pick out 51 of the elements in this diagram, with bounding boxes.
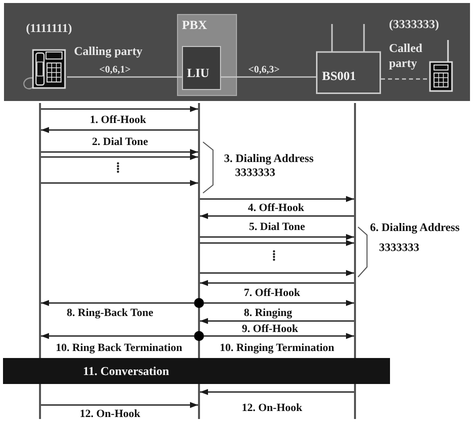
message-arrow	[41, 180, 198, 186]
message-arrow	[41, 106, 198, 112]
edge-label: <0,6,1>	[99, 64, 131, 76]
message-arrow	[200, 389, 354, 395]
message-arrow	[204, 333, 354, 339]
message-arrow	[200, 240, 354, 246]
desk-phone-icon	[22, 48, 67, 90]
message-arrow	[204, 300, 354, 306]
party-label: Calling party	[74, 44, 144, 59]
message-arrow	[41, 333, 194, 339]
message-arrow	[41, 402, 198, 408]
junction-dot	[194, 298, 204, 308]
edge-label: 5. Dial Tone	[247, 221, 307, 233]
group-title: PBX	[182, 18, 207, 33]
junction-dot	[194, 331, 204, 341]
message-arrow	[200, 318, 354, 324]
edge-label: 2. Dial Tone	[90, 136, 150, 148]
module-box: LIU	[182, 46, 221, 90]
conversation-bar: 11. Conversation	[3, 358, 390, 384]
step-label: 3. Dialing Address 3333333	[224, 152, 315, 180]
edge-label: 10. Ring Back Termination	[54, 342, 184, 354]
dashed-line	[381, 78, 428, 80]
edge-label: 8. Ringing	[242, 307, 294, 319]
message-arrow	[200, 280, 354, 286]
phone-number: (3333333)	[389, 17, 440, 32]
message-arrow	[41, 149, 198, 155]
lifeline	[354, 103, 356, 419]
phone-number: (1111111)	[26, 21, 74, 36]
edge-label: 12. On-Hook	[78, 408, 142, 420]
message-arrow	[200, 234, 354, 240]
message-arrow	[200, 196, 354, 202]
message-arrow	[41, 127, 198, 133]
edge-label: 8. Ring-Back Tone	[64, 307, 156, 319]
message-arrow	[41, 300, 194, 306]
mobile-phone-icon	[428, 40, 454, 92]
edge-label: 10. Ringing Termination	[218, 342, 336, 354]
edge-label: 1. Off-Hook	[88, 114, 148, 126]
message-arrow	[41, 154, 198, 160]
edge-label: <0,6,3>	[248, 64, 280, 76]
message-arrow	[200, 270, 354, 276]
connection-line	[221, 76, 316, 78]
message-arrow	[200, 213, 354, 219]
lifeline	[39, 103, 41, 419]
party-label: Called party	[389, 41, 424, 71]
edge-label: 7. Off-Hook	[242, 287, 302, 299]
edge-label: 9. Off-Hook	[240, 322, 300, 334]
pbx-box	[177, 14, 237, 96]
connection-line	[67, 76, 182, 78]
step-label: 6. Dialing Address 3333333	[370, 221, 461, 256]
edge-label: 4. Off-Hook	[246, 202, 306, 214]
edge-label: 12. On-Hook	[240, 402, 304, 414]
